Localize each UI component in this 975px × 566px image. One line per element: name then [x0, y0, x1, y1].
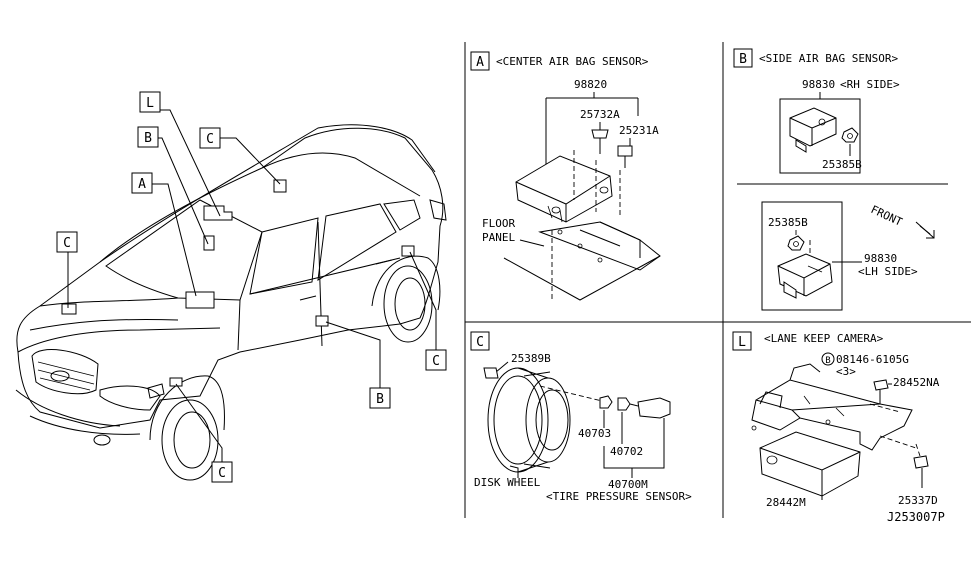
- callout-B-lower[interactable]: B: [369, 387, 391, 409]
- lh-frame: [761, 201, 843, 311]
- svg-text:C: C: [432, 354, 440, 369]
- panel-c-letter: C: [470, 331, 490, 351]
- bolt-quantity: <3>: [836, 365, 856, 378]
- side-sensor-marker-door: [315, 315, 329, 327]
- rh-side-label: <RH SIDE>: [840, 78, 900, 91]
- svg-text:B: B: [144, 131, 152, 146]
- tire-sensor-marker-roof: [273, 179, 287, 193]
- floor-label-1: FLOOR: [482, 217, 515, 230]
- callout-C-hood[interactable]: C: [56, 231, 78, 253]
- part-08146-6105G: 08146-6105G: [836, 353, 909, 366]
- part-25385B-rh: 25385B: [822, 158, 862, 171]
- svg-text:A: A: [476, 55, 484, 70]
- part-98830-lh: 98830: [864, 252, 897, 265]
- part-40702: 40702: [610, 445, 643, 458]
- svg-text:C: C: [218, 466, 226, 481]
- tire-pressure-sensor-label: <TIRE PRESSURE SENSOR>: [546, 490, 692, 503]
- panel-dividers: [464, 42, 971, 518]
- svg-text:C: C: [476, 335, 484, 350]
- part-98820: 98820: [574, 78, 607, 91]
- panel-a-title: <CENTER AIR BAG SENSOR>: [496, 55, 649, 68]
- panel-l-letter: L: [732, 331, 752, 351]
- svg-text:A: A: [138, 177, 146, 192]
- callout-L[interactable]: L: [139, 91, 161, 113]
- part-40700M: 40700M: [608, 478, 648, 491]
- callout-C-rear-wheel[interactable]: C: [425, 349, 447, 371]
- panel-b-title: <SIDE AIR BAG SENSOR>: [759, 52, 898, 65]
- tire-sensor-marker-hood: [61, 303, 77, 315]
- part-28442M: 28442M: [766, 496, 806, 509]
- callout-A[interactable]: A: [131, 172, 153, 194]
- svg-text:B: B: [739, 52, 747, 67]
- svg-text:B: B: [376, 392, 384, 407]
- part-25732A: 25732A: [580, 108, 620, 121]
- panel-b: B <SIDE AIR BAG SENSOR> 98830 <RH SIDE> …: [733, 48, 935, 311]
- bolt-circle-B: B: [821, 352, 835, 366]
- svg-text:C: C: [63, 236, 71, 251]
- panel-c: C 25389B DISK WHEEL 40703 40702 40700M <…: [470, 331, 692, 503]
- part-28452NA: 28452NA: [893, 376, 940, 389]
- part-98830-rh: 98830: [802, 78, 835, 91]
- disk-wheel-label: DISK WHEEL: [474, 476, 541, 489]
- part-25231A: 25231A: [619, 124, 659, 137]
- svg-text:C: C: [206, 132, 214, 147]
- part-40703: 40703: [578, 427, 611, 440]
- diagram-code: J253007P: [887, 510, 945, 524]
- tire-sensor-marker-front: [169, 377, 183, 387]
- vehicle-drawing: [15, 124, 447, 481]
- vehicle-sensors: [61, 179, 415, 387]
- center-sensor-module: [185, 291, 215, 309]
- valve-cap: [483, 367, 499, 379]
- panel-l: L <LANE KEEP CAMERA> B 08146-6105G <3> 2…: [732, 331, 940, 509]
- part-25385B-lh: 25385B: [768, 216, 808, 229]
- lh-side-label: <LH SIDE>: [858, 265, 918, 278]
- panel-a-letter: A: [470, 51, 490, 71]
- tire-sensor-marker-rear: [401, 245, 415, 257]
- part-25389B: 25389B: [511, 352, 551, 365]
- panel-b-letter: B: [733, 48, 753, 68]
- svg-text:B: B: [825, 356, 830, 366]
- front-label: FRONT: [869, 203, 905, 229]
- callout-C-front-wheel[interactable]: C: [211, 461, 233, 483]
- svg-text:L: L: [146, 96, 154, 111]
- disk-wheel-outer: [487, 367, 549, 473]
- panel-l-title: <LANE KEEP CAMERA>: [764, 332, 884, 345]
- panel-a: A <CENTER AIR BAG SENSOR> 98820 25732A 2…: [470, 51, 661, 301]
- camera-module: [203, 205, 233, 221]
- part-25337D: 25337D: [898, 494, 938, 507]
- svg-text:L: L: [738, 335, 746, 350]
- floor-label-2: PANEL: [482, 231, 515, 244]
- callout-B-upper[interactable]: B: [137, 126, 159, 148]
- side-sensor-module: [203, 235, 215, 251]
- callout-C-roof[interactable]: C: [199, 127, 221, 149]
